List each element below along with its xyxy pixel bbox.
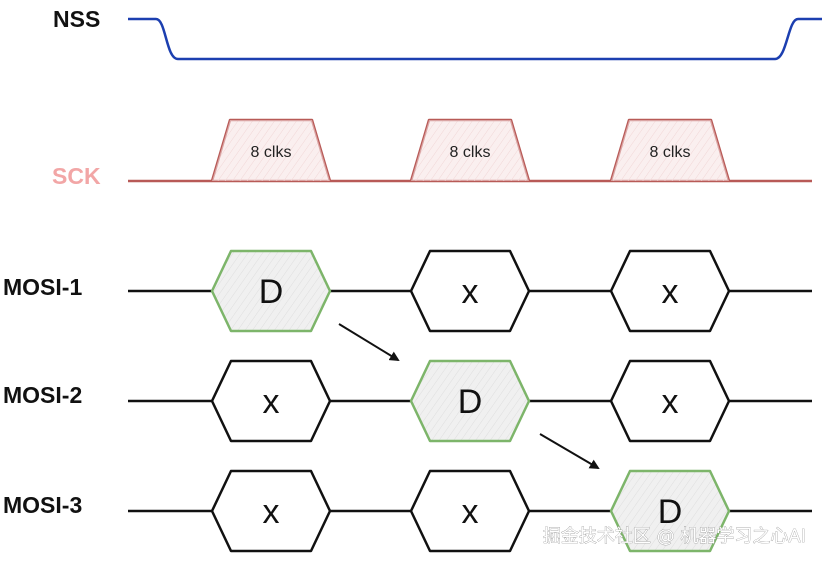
idle-cell: x: [210, 359, 332, 443]
nss-label: NSS: [53, 6, 100, 32]
cell-value: x: [462, 273, 479, 311]
idle-cell: x: [210, 469, 332, 553]
cell-value: x: [662, 383, 679, 421]
sck-pulse: 8 clks: [609, 118, 731, 182]
cell-value: x: [263, 383, 280, 421]
nss-waveform: [128, 17, 822, 61]
sck-pulse-label: 8 clks: [450, 144, 491, 161]
cell-value: D: [458, 383, 483, 421]
watermark: 掘金技术社区 @ 机器学习之心AI: [543, 526, 806, 547]
data-cell: D: [409, 359, 531, 443]
data-cell: D: [609, 469, 731, 553]
cell-value: x: [263, 493, 280, 531]
nss-row: NSS: [53, 6, 822, 61]
mosi-2-label: MOSI-2: [3, 382, 82, 408]
shift-arrow-2: [539, 433, 600, 470]
cell-value: D: [658, 493, 683, 531]
mosi-1-label: MOSI-1: [3, 274, 82, 300]
sck-row: SCK 8 clks 8 clks 8 clks: [52, 118, 812, 189]
sck-pulse: 8 clks: [409, 118, 531, 182]
mosi-3-label: MOSI-3: [3, 492, 82, 518]
sck-pulse-label: 8 clks: [251, 144, 292, 161]
idle-cell: x: [409, 469, 531, 553]
idle-cell: x: [409, 249, 531, 333]
mosi-1-row: MOSI-1 D x x: [3, 249, 812, 333]
mosi-3-row: MOSI-3 x x D: [3, 469, 812, 553]
cell-value: D: [259, 273, 284, 311]
sck-label: SCK: [52, 163, 101, 189]
sck-pulse: 8 clks: [210, 118, 332, 182]
shift-arrow-1: [338, 323, 400, 362]
idle-cell: x: [609, 359, 731, 443]
cell-value: x: [462, 493, 479, 531]
idle-cell: x: [609, 249, 731, 333]
sck-pulse-label: 8 clks: [650, 144, 691, 161]
data-cell: D: [210, 249, 332, 333]
cell-value: x: [662, 273, 679, 311]
mosi-2-row: MOSI-2 x D x: [3, 359, 812, 443]
